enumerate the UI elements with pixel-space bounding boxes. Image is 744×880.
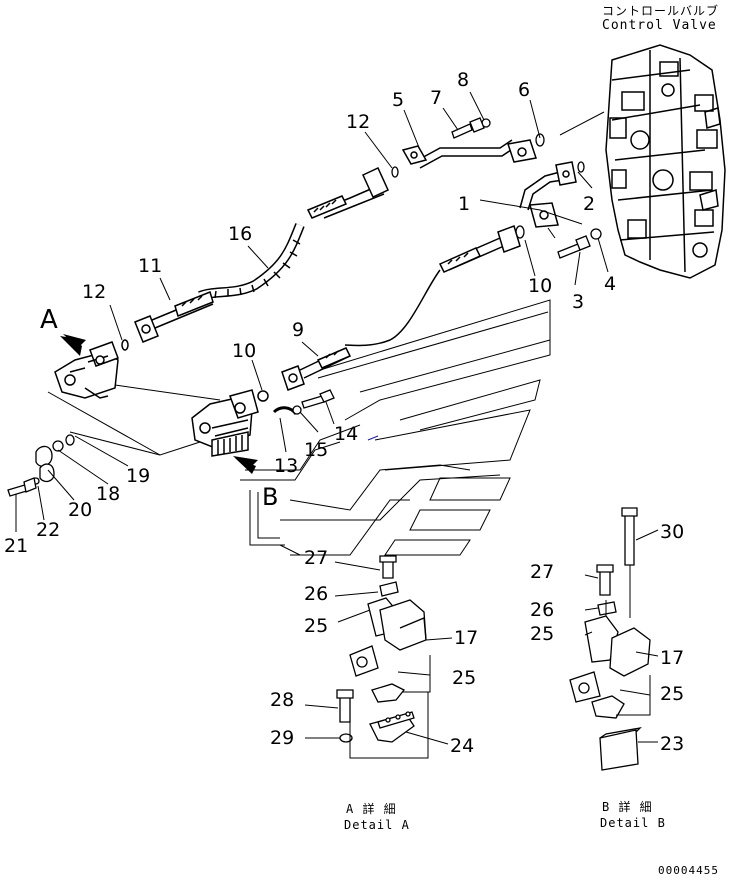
detail-a-drawing: [336, 555, 427, 743]
callout-16: 16: [228, 223, 252, 245]
callout-5: 5: [392, 89, 404, 111]
callout-12-left: 12: [82, 281, 106, 303]
callout-21: 21: [4, 535, 28, 557]
hose-10-9: [257, 225, 521, 402]
callout-10-right: 10: [528, 275, 552, 297]
arrow-view-a: [60, 334, 86, 356]
callout-26-detail-a: 26: [304, 583, 328, 605]
callout-20: 20: [68, 499, 92, 521]
detail-a-caption-en: Detail A: [344, 818, 410, 832]
view-marker-b-frame: B: [262, 483, 278, 511]
callout-14: 14: [334, 423, 358, 445]
callout-18: 18: [96, 483, 120, 505]
callout-27-detail-b: 27: [530, 561, 554, 583]
callout-13: 13: [274, 455, 298, 477]
callout-6: 6: [518, 79, 530, 101]
callout-25-detail-b-right: 25: [660, 683, 684, 705]
callout-17-detail-b: 17: [660, 647, 684, 669]
callout-10-left: 10: [232, 340, 256, 362]
o-rings-upper: [391, 118, 602, 240]
callout-27-detail-a: 27: [304, 547, 328, 569]
callout-29: 29: [270, 727, 294, 749]
view-marker-a: A: [40, 305, 58, 335]
tube-5: [401, 139, 537, 169]
callout-2: 2: [583, 193, 595, 215]
detail-b-leaders: [584, 529, 659, 743]
callout-23: 23: [660, 733, 684, 755]
frame-panel-outline: [240, 299, 551, 556]
detail-a-caption-jp: A 詳 細: [346, 802, 397, 816]
callout-8: 8: [457, 69, 469, 91]
detail-b-drawing: [569, 507, 651, 771]
callout-30: 30: [660, 521, 684, 543]
tube-1: [519, 161, 577, 228]
callout-19: 19: [126, 465, 150, 487]
detail-b-caption-jp: B 詳 細: [602, 800, 653, 814]
clamp-13-15: [272, 389, 335, 415]
callout-25-detail-a-top: 25: [304, 615, 328, 637]
leader-lines: [15, 91, 609, 532]
callout-25-detail-b-top: 25: [530, 623, 554, 645]
callout-26-detail-b: 26: [530, 599, 554, 621]
assembly-guide-lines: [47, 384, 221, 456]
hose-16: [198, 167, 389, 301]
drawing-number: 00004455: [658, 864, 719, 877]
flange-parts-18-22: [7, 434, 75, 497]
callout-17-detail-a: 17: [454, 627, 478, 649]
block-assembly-a: [54, 341, 119, 399]
callout-11: 11: [138, 255, 162, 277]
detail-b-caption-en: Detail B: [600, 816, 666, 830]
callout-3: 3: [572, 291, 584, 313]
title-en: Control Valve: [602, 18, 717, 33]
detail-a-leaders: [304, 561, 453, 759]
bolts-upper: [451, 117, 591, 259]
callout-24: 24: [450, 735, 474, 757]
callout-1: 1: [458, 193, 470, 215]
callout-12-upper: 12: [346, 111, 370, 133]
callout-4: 4: [604, 273, 616, 295]
callout-22: 22: [36, 519, 60, 541]
callout-25-detail-a-right: 25: [452, 667, 476, 689]
callout-labels: 1 2 3 4 5 6 7 8 9 10 10 11 12 12 13 14 1…: [4, 69, 684, 757]
tick-mark: [367, 435, 379, 441]
callout-9: 9: [292, 319, 304, 341]
arrow-view-b: [233, 456, 258, 474]
title-jp: コントロールバルブ: [602, 4, 720, 18]
callout-15: 15: [304, 439, 328, 461]
hose-11: [121, 290, 214, 351]
block-assembly-b: [191, 389, 259, 457]
control-valve: [605, 44, 726, 279]
callout-28: 28: [270, 689, 294, 711]
callout-7: 7: [430, 87, 442, 109]
